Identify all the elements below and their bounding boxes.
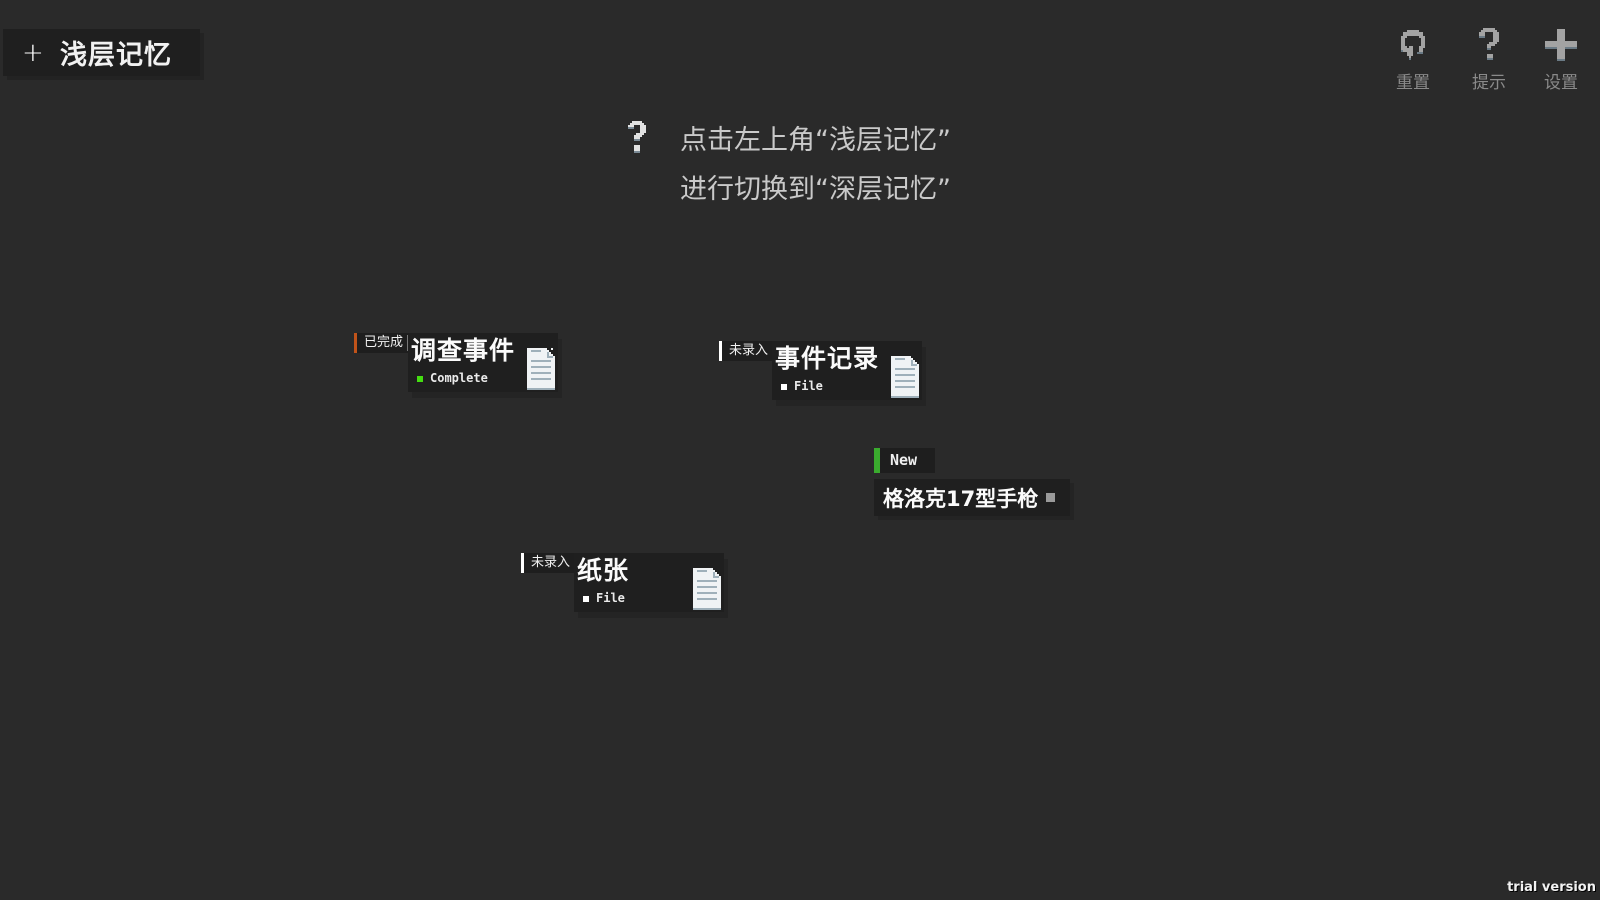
hint-line-1: 点击左上角“浅层记忆” <box>680 125 951 156</box>
trial-watermark: trial version <box>1507 880 1596 895</box>
hint-label: 提示 <box>1472 73 1506 93</box>
card-title: 调查事件 <box>411 336 516 365</box>
tag-label: 未录入 <box>531 555 571 570</box>
document-icon <box>891 356 919 402</box>
item-card-event-record[interactable]: 事件记录 File <box>772 341 922 400</box>
memory-mode-toggle[interactable]: + 浅层记忆 <box>3 29 200 76</box>
question-icon <box>1459 28 1519 62</box>
status-dot-icon <box>781 383 787 390</box>
card-title: 事件记录 <box>775 344 880 373</box>
item-marker-icon <box>1046 493 1055 502</box>
hint-line-2: 进行切换到“深层记忆” <box>680 174 951 205</box>
settings-label: 设置 <box>1544 73 1578 93</box>
item-card-investigate-event[interactable]: 调查事件 Complete <box>408 333 558 392</box>
card-status-tag: 未录入 <box>719 341 779 361</box>
item-card-paper[interactable]: 纸张 File <box>574 553 724 612</box>
settings-button[interactable]: 设置 <box>1531 28 1591 93</box>
question-icon <box>628 121 646 157</box>
plus-icon: + <box>22 37 44 68</box>
reset-label: 重置 <box>1396 73 1430 93</box>
card-status: File <box>583 591 625 605</box>
card-status-tag: 未录入 <box>521 553 576 573</box>
document-icon <box>527 348 555 394</box>
cross-plus-icon <box>1531 28 1591 62</box>
memory-mode-label: 浅层记忆 <box>60 40 172 71</box>
reset-icon <box>1383 28 1443 62</box>
card-title: 纸张 <box>577 556 630 585</box>
status-dot-icon <box>583 595 589 602</box>
hint-message: 点击左上角“浅层记忆” 进行切换到“深层记忆” <box>680 116 951 214</box>
item-title: 格洛克17型手枪 <box>883 487 1039 511</box>
hint-button[interactable]: 提示 <box>1459 28 1519 93</box>
document-icon <box>693 568 721 614</box>
card-status: Complete <box>417 371 488 385</box>
tag-label: 已完成 <box>364 335 404 350</box>
card-status: File <box>781 379 823 393</box>
new-badge: New <box>874 448 935 473</box>
status-dot-icon <box>417 375 423 382</box>
tag-label: 未录入 <box>729 343 769 358</box>
item-glock17-pistol[interactable]: 格洛克17型手枪 <box>874 479 1070 516</box>
reset-button[interactable]: 重置 <box>1383 28 1443 93</box>
card-status-tag: 已完成 <box>354 333 414 353</box>
